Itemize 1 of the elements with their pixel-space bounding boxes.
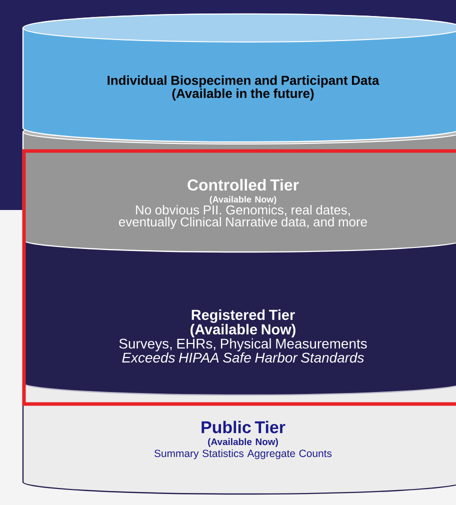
cylinder-tier: Individual Biospecimen and Participant Data (Available in the future) bbox=[22, 13, 456, 143]
